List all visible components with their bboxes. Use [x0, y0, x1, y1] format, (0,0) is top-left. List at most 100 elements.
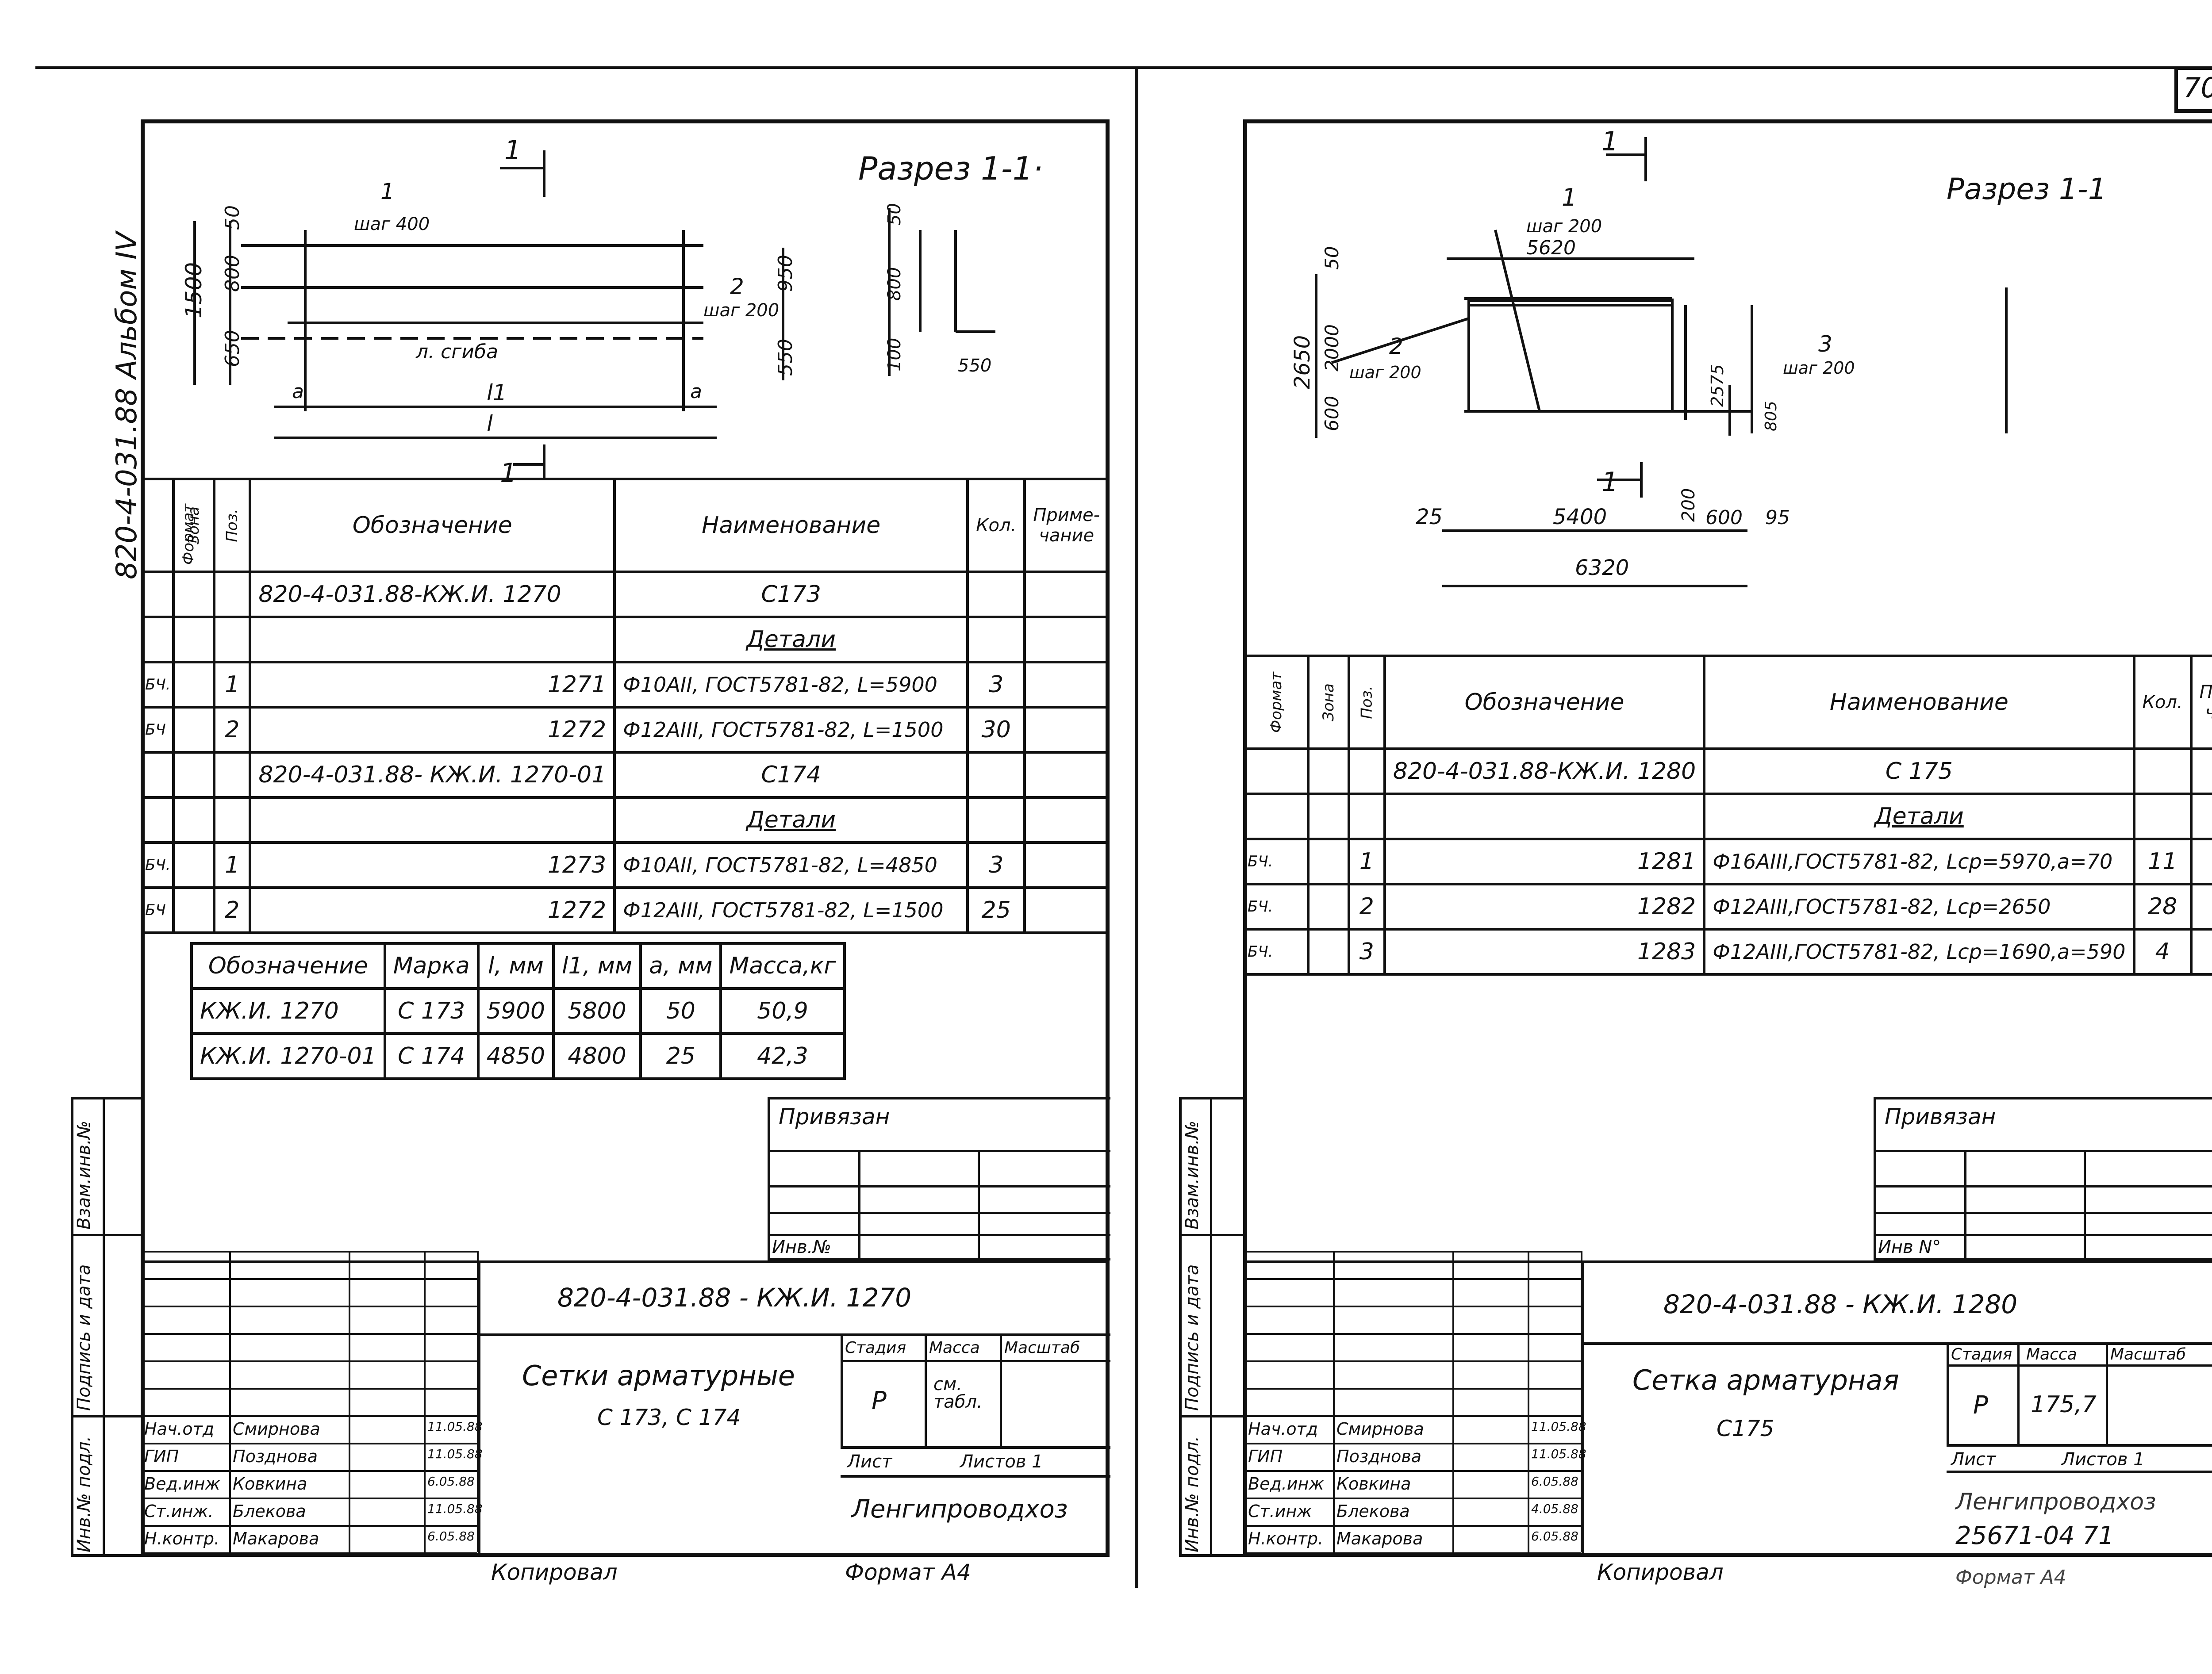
- left-spec-cell-designation: 1271: [249, 661, 616, 709]
- left-stamp-vsep-4: [1000, 1333, 1002, 1448]
- left-people-vline: [477, 1251, 479, 1552]
- left-spec-h-qty: Кол.: [966, 478, 1026, 573]
- left-spec-cell-name: Детали: [613, 616, 969, 663]
- left-priv-line-1: [768, 1150, 1110, 1152]
- right-people-hline: [1244, 1360, 1581, 1362]
- left-spec-cell-note: [1023, 751, 1110, 799]
- right-spec-cell-qty: 11: [2132, 838, 2193, 885]
- variant-header: Обозначение: [190, 942, 386, 990]
- left-copied: Копировал: [491, 1559, 618, 1585]
- left-spec-h-name: Наименование: [613, 478, 969, 573]
- left-priv-line-4: [768, 1234, 1110, 1236]
- left-spec-cell-pos: [213, 616, 252, 663]
- right-dim-2000: 2000: [1321, 324, 1343, 372]
- left-spec-cell-note: [1023, 706, 1110, 754]
- left-org: Ленгипроводхоз: [852, 1495, 1068, 1524]
- right-section-title: Разрез 1-1: [1947, 172, 2107, 206]
- left-spec-cell-qty: 3: [966, 841, 1026, 889]
- variant-cell: КЖ.И. 1270: [190, 987, 386, 1035]
- right-dim-600: 600: [1321, 396, 1343, 431]
- right-side-sep-1: [1179, 1234, 1244, 1236]
- right-spec-cell-pos: [1347, 793, 1386, 840]
- left-spec-cell-pos: [213, 571, 252, 618]
- right-spec-cell-name: Ф12АIII,ГОСТ5781-82, Lср=2650: [1703, 883, 2135, 931]
- left-people-hline: [141, 1388, 477, 1390]
- left-label-l: l: [487, 411, 493, 437]
- right-pos-1: 1: [1562, 184, 1577, 211]
- right-people-cell: 11.05.88: [1531, 1447, 1586, 1461]
- right-spec-cell-name: С 175: [1703, 747, 2135, 795]
- variant-header: a, мм: [639, 942, 722, 990]
- right-spec-h-note: Приме-чание: [2189, 655, 2212, 750]
- right-dim-95: 95: [1765, 506, 1790, 529]
- left-spec-cell-format: БЧ.: [140, 661, 175, 709]
- variant-cell: 4850: [476, 1032, 555, 1080]
- right-spec-cell-designation: 1283: [1383, 928, 1706, 976]
- left-privyazan-block: [768, 1097, 1110, 1260]
- variant-cell: 25: [639, 1032, 722, 1080]
- right-spec-cell-note: [2189, 793, 2212, 840]
- left-side-column: [71, 1097, 142, 1557]
- left-priv-line-3: [768, 1212, 1110, 1214]
- right-stamp-hsep-2: [1947, 1444, 2212, 1447]
- left-format: Формат А4: [845, 1559, 971, 1585]
- right-step-2: шаг 200: [1349, 363, 1421, 382]
- right-spec-cell-format: БЧ.: [1243, 883, 1310, 931]
- right-spec-cell-qty: 28: [2132, 883, 2193, 931]
- left-people-hline: [141, 1443, 477, 1444]
- left-label-step400: шаг 400: [354, 214, 430, 234]
- right-spec-h-zone: Зона: [1306, 655, 1350, 750]
- right-privyazan-label: Привязан: [1885, 1104, 1996, 1130]
- left-people-hline: [141, 1470, 477, 1472]
- right-priv-vline-1: [1964, 1150, 1966, 1260]
- right-section-mark-top: 1: [1601, 126, 1618, 157]
- right-people-cell: Вед.инж: [1248, 1474, 1324, 1494]
- variant-cell: 4800: [552, 1032, 642, 1080]
- right-spec-cell-zone: [1306, 883, 1350, 931]
- right-people-cell: Ст.инж: [1248, 1502, 1312, 1521]
- right-people-cell: 6.05.88: [1531, 1474, 1578, 1489]
- right-dim-5400: 5400: [1553, 505, 1607, 529]
- left-spec-cell-designation: 820-4-031.88- КЖ.И. 1270-01: [249, 751, 616, 799]
- left-stamp-hsep-3: [841, 1475, 1110, 1478]
- right-pos-3: 3: [1818, 331, 1832, 357]
- right-spec-row: Детали: [1243, 793, 2212, 840]
- left-section-title: Разрез 1-1·: [858, 150, 1043, 187]
- right-people-cell: Макарова: [1336, 1529, 1423, 1548]
- right-people-hline: [1244, 1333, 1581, 1335]
- left-people-vline: [141, 1251, 142, 1552]
- right-stamp-hsep-1: [1582, 1342, 2212, 1345]
- left-spec-cell-qty: 3: [966, 661, 1026, 709]
- right-org: Ленгипроводхоз: [1955, 1489, 2156, 1515]
- variant-cell: 42,3: [719, 1032, 846, 1080]
- right-step-3: шаг 200: [1783, 358, 1855, 378]
- right-stage-value: Р: [1973, 1391, 1988, 1420]
- right-stamp-code: 820-4-031.88 - КЖ.И. 1280: [1663, 1289, 2018, 1319]
- right-dim-2650: 2650: [1290, 335, 1315, 389]
- left-spec-cell-zone: [172, 796, 216, 844]
- left-scale-header: Масштаб: [1004, 1339, 1080, 1357]
- left-dim-650: 650: [221, 330, 244, 367]
- left-spec-cell-format: [140, 571, 175, 618]
- left-spec-cell-pos: 1: [213, 661, 252, 709]
- left-spec-cell-note: [1023, 886, 1110, 934]
- left-spec-cell-zone: [172, 841, 216, 889]
- left-people-cell: ГИП: [144, 1447, 179, 1466]
- left-people-hline: [141, 1251, 477, 1253]
- left-people-hline: [141, 1498, 477, 1499]
- left-section-mark-top: 1: [504, 135, 521, 166]
- right-people-vline: [1581, 1251, 1582, 1552]
- left-label-a1: a: [292, 380, 304, 403]
- left-spec-h-zone: Зона: [172, 478, 216, 573]
- right-stamp-title: Сетка арматурная: [1632, 1364, 1899, 1396]
- right-spec-cell-note: [2189, 838, 2212, 885]
- left-sheet-header: Лист: [847, 1452, 892, 1472]
